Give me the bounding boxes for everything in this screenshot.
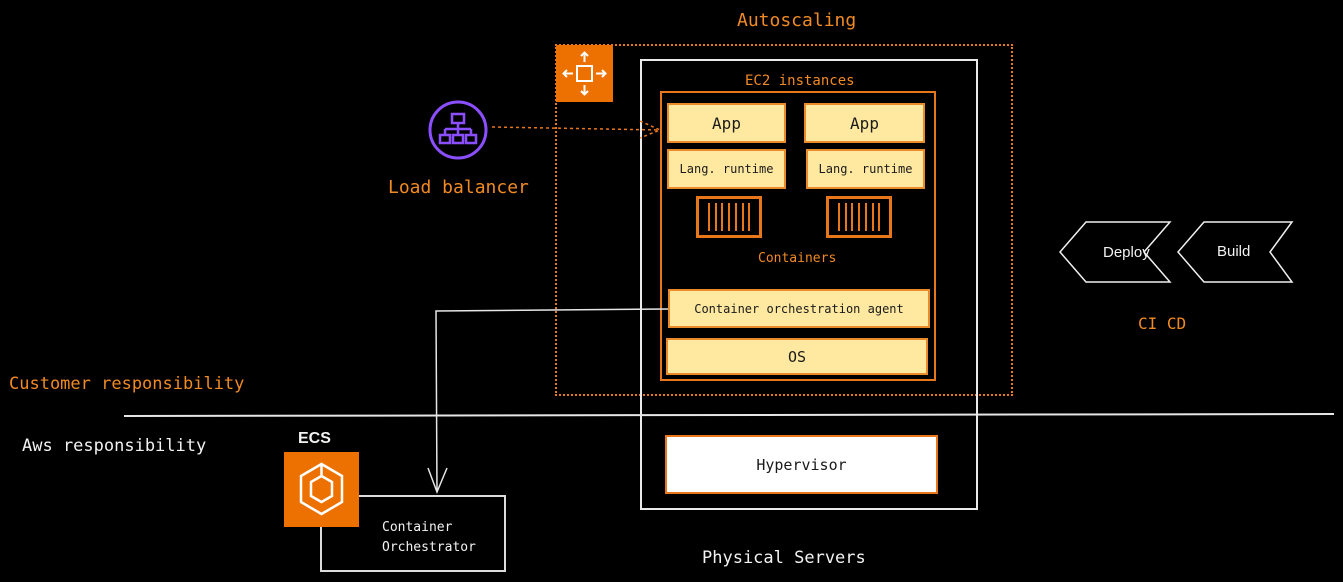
ec2-instance-box [660, 91, 936, 381]
customer-responsibility-label: Customer responsibility [9, 374, 245, 394]
container-orchestrator-label: Container Orchestrator [382, 518, 476, 558]
ec2-label: EC2 instances [745, 73, 855, 89]
container-icon [826, 196, 892, 238]
orchestration-agent-box: Container orchestration agent [668, 289, 930, 328]
app-box-2: App [804, 103, 925, 143]
build-label: Build [1217, 243, 1251, 260]
hypervisor-box: Hypervisor [665, 435, 938, 494]
cicd-label: CI CD [1138, 314, 1187, 333]
os-box: OS [666, 338, 928, 375]
load-balancer-label: Load balancer [388, 177, 529, 198]
app-box-1: App [667, 103, 786, 143]
ecs-icon [284, 452, 359, 527]
physical-server-box [640, 59, 978, 510]
agent-arrow-head [427, 467, 448, 495]
orchestrator-line-1: Container [382, 520, 453, 535]
build-chevron [1177, 221, 1294, 283]
container-icon [696, 196, 762, 238]
containers-label: Containers [758, 251, 837, 266]
hypervisor-label: Hypervisor [756, 455, 847, 474]
container-orchestrator-box [320, 495, 506, 572]
runtime-box-1: Lang. runtime [667, 149, 786, 189]
lb-arrow-line [491, 126, 661, 131]
orchestrator-line-2: Orchestrator [382, 540, 476, 555]
autoscaling-group [555, 44, 1013, 396]
cicd-chevrons [1059, 221, 1294, 283]
physical-servers-label: Physical Servers [702, 548, 866, 568]
lb-arrow-head [639, 120, 662, 139]
autoscaling-icon [556, 45, 613, 102]
load-balancer-icon [427, 99, 489, 161]
runtime-box-2: Lang. runtime [806, 149, 925, 189]
agent-arrow-line [435, 308, 669, 493]
ecs-label: ECS [298, 430, 331, 447]
responsibility-divider [123, 413, 1335, 417]
autoscaling-label: Autoscaling [737, 10, 857, 31]
aws-responsibility-label: Aws responsibility [22, 436, 207, 456]
deploy-label: Deploy [1103, 244, 1150, 261]
deploy-chevron [1059, 221, 1172, 283]
